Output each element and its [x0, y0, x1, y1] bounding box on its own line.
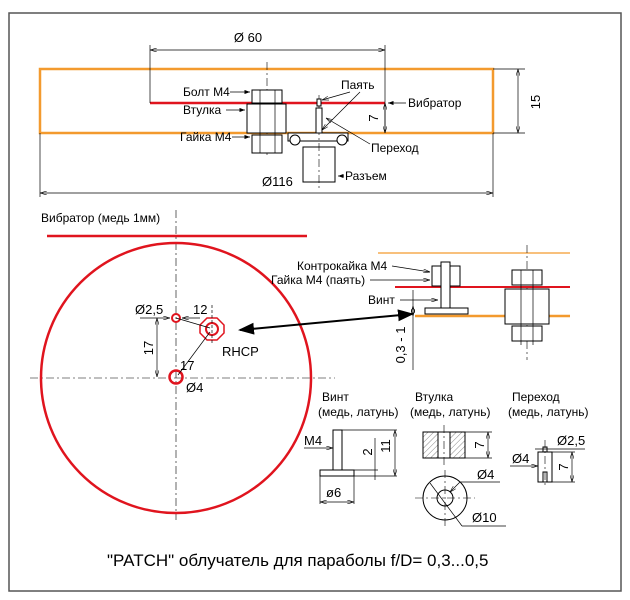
- label-adapter: Переход: [371, 141, 419, 155]
- side-section-view: Ø 60 Ø116 15 7 Болт М4 Втулка Гайка М4 П…: [38, 30, 543, 197]
- dim-head-height: 2: [360, 448, 375, 455]
- plan-view: Вибратор (медь 1мм) Ø2,5 12 17 17 Ø4 RHC…: [30, 210, 414, 520]
- label-locknut: Контрокайка М4: [297, 259, 388, 273]
- part-screw: Винт (медь, латунь) М4 2 11 ø6: [304, 390, 399, 504]
- dim-hole: Ø4: [186, 380, 203, 395]
- label-screw: Винт: [368, 293, 395, 307]
- part-adapter: Переход (медь, латунь) Ø2,5 Ø4 7: [508, 390, 589, 487]
- dim-thread: М4: [304, 433, 322, 448]
- dim-small-hole: Ø2,5: [135, 302, 163, 317]
- dim-body: Ø4: [512, 451, 529, 466]
- part-material: (медь, латунь): [410, 405, 491, 419]
- dim-60: Ø 60: [234, 30, 262, 45]
- part-material: (медь, латунь): [318, 405, 399, 419]
- label-nut: Гайка М4: [180, 130, 232, 144]
- label-bolt: Болт М4: [183, 85, 230, 99]
- part-sleeve: Втулка (медь, латунь) 7 Ø4 Ø10: [410, 390, 506, 528]
- dim-offset-y: 17: [141, 341, 156, 355]
- dim-outer: Ø10: [472, 510, 497, 525]
- polarization-label: RHCP: [222, 344, 259, 359]
- mount-detail: Контрокайка М4 Гайка М4 (паять) Винт 0,3…: [271, 245, 570, 370]
- label-nut-solder: Гайка М4 (паять): [271, 273, 365, 287]
- dim-7: 7: [366, 114, 381, 121]
- vibrator-disc: [39, 241, 313, 515]
- label-sleeve: Втулка: [183, 103, 221, 117]
- frame: [8, 12, 622, 592]
- label-vibrator: Вибратор: [408, 96, 462, 110]
- label-connector: Разъем: [345, 169, 387, 183]
- dim-116: Ø116: [262, 174, 293, 189]
- dim-height: 7: [556, 463, 571, 470]
- dim-inner: Ø4: [477, 467, 494, 482]
- dim-pin: Ø2,5: [557, 433, 585, 448]
- dim-15: 15: [528, 95, 543, 109]
- dim-height: 7: [472, 441, 487, 448]
- dim-head-diameter: ø6: [326, 485, 341, 500]
- gap-dim: 0,3 - 1: [393, 327, 408, 364]
- dim-length: 11: [378, 439, 393, 453]
- dim-offset-x: 12: [193, 302, 207, 317]
- part-material: (медь, латунь): [508, 405, 589, 419]
- part-name: Винт: [322, 390, 349, 404]
- label-solder: Паять: [341, 78, 375, 92]
- dim-offset-diag: 17: [180, 358, 194, 373]
- caption: "PATCH" облучатель для параболы f/D= 0,3…: [107, 551, 488, 570]
- part-name: Втулка: [415, 390, 453, 404]
- vibrator-material-label: Вибратор (медь 1мм): [41, 211, 160, 225]
- gap-pointer-arrow: [238, 309, 414, 335]
- part-name: Переход: [512, 390, 560, 404]
